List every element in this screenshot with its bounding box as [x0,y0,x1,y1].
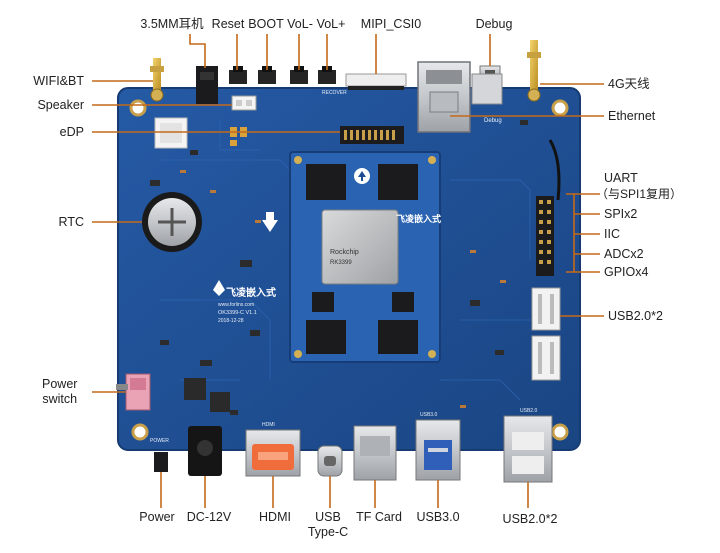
rtc-battery [142,192,202,252]
label-usb2-right: USB2.0*2 [608,309,663,323]
usb3-port: USB3.0 [415,412,461,481]
label-uart: UART [604,171,638,185]
mount-hole [131,423,149,441]
label-uart-note: （与SPI1复用） [596,187,683,201]
leader-lines [92,34,604,508]
label-hdmi: HDMI [259,510,291,524]
brand-text: 飞凌嵌入式 [226,286,276,299]
usb2-pin-headers [531,287,561,381]
mount-hole [551,423,569,441]
tf-card-slot [353,425,397,481]
dram-chip [306,164,346,200]
label-dc12v: DC-12V [186,510,232,524]
power-silkscreen: POWER [150,438,169,444]
label-edp: eDP [59,125,84,139]
emmc-chip [378,320,418,354]
label-4g: 4G天线 [608,77,650,91]
reset-button [229,66,247,84]
leader-audio-jack [189,34,206,68]
lte-antenna [527,40,561,201]
dram-chip [306,320,346,354]
label-audio-jack: 3.5MM耳机 [140,17,204,31]
mipi-csi0-connector [345,73,407,90]
label-gpio: GPIOx4 [604,265,649,279]
model-text: OK3399-C V1.1 [218,310,257,316]
debug-silkscreen: Debug [484,118,502,124]
inductor [184,378,230,412]
hdmi-silkscreen: HDMI [262,422,275,428]
label-mipi-csi0: MIPI_CSI0 [360,17,422,31]
pmic-chip [312,292,334,312]
label-usb3: USB3.0 [416,510,460,524]
label-wifi-bt: WIFI&BT [33,74,84,88]
label-debug: Debug [475,17,513,31]
mount-hole [129,99,147,117]
mount-hole [551,99,569,117]
label-usb2-bottom: USB2.0*2 [502,512,558,526]
wifi-bt-module [154,117,188,149]
label-usb-typec: USB Type-C [307,510,349,539]
hdmi-port: HDMI [245,422,301,477]
wifi-antenna [150,58,164,102]
label-vol-up: VoL+ [316,17,346,31]
usb30-silkscreen: USB3.0 [420,412,437,418]
label-reset: Reset [211,17,245,31]
label-power-switch: Power switch [42,377,78,406]
pmic-chip [392,292,414,312]
soc-model-text: RK3399 [330,260,352,266]
expansion-header [536,196,554,276]
label-boot: BOOT [248,17,284,31]
vol-up-button: RECOVER [318,66,347,96]
label-speaker: Speaker [37,98,84,112]
power-button: POWER [150,438,169,472]
usb-typec-port [317,445,343,477]
audio-jack [196,66,218,104]
usb2-port: USB2.0 [503,408,553,483]
speaker-connector [231,95,257,111]
label-rtc: RTC [58,215,84,229]
arrow-silkscreen-icon [262,212,278,232]
label-vol-down: VoL- [287,17,313,31]
dc-jack [188,426,222,476]
label-iic: IIC [604,227,620,241]
usb20-silkscreen: USB2.0 [520,408,537,414]
soc-chip [321,209,399,285]
label-tf-card: TF Card [356,510,402,524]
power-switch [116,373,151,411]
label-adc: ADCx2 [604,247,644,261]
ethernet-port [417,61,503,133]
core-som-module: Rockchip RK3399 飞凌嵌入式 [289,151,441,363]
label-ethernet: Ethernet [608,109,656,123]
brand-silkscreen: 飞凌嵌入式 www.forlinx.com OK3399-C V1.1 2018… [213,280,276,324]
edp-connector [340,126,404,144]
website-text: www.forlinx.com [218,302,254,308]
label-power: Power [139,510,175,524]
soc-brand-text: Rockchip [330,249,359,256]
dram-chip [378,164,418,200]
som-brand-text: 飞凌嵌入式 [396,213,441,224]
date-text: 2018-12-28 [218,318,244,324]
recover-silkscreen: RECOVER [322,90,347,96]
leader-bracket [566,193,575,273]
label-spi: SPIx2 [604,207,638,221]
